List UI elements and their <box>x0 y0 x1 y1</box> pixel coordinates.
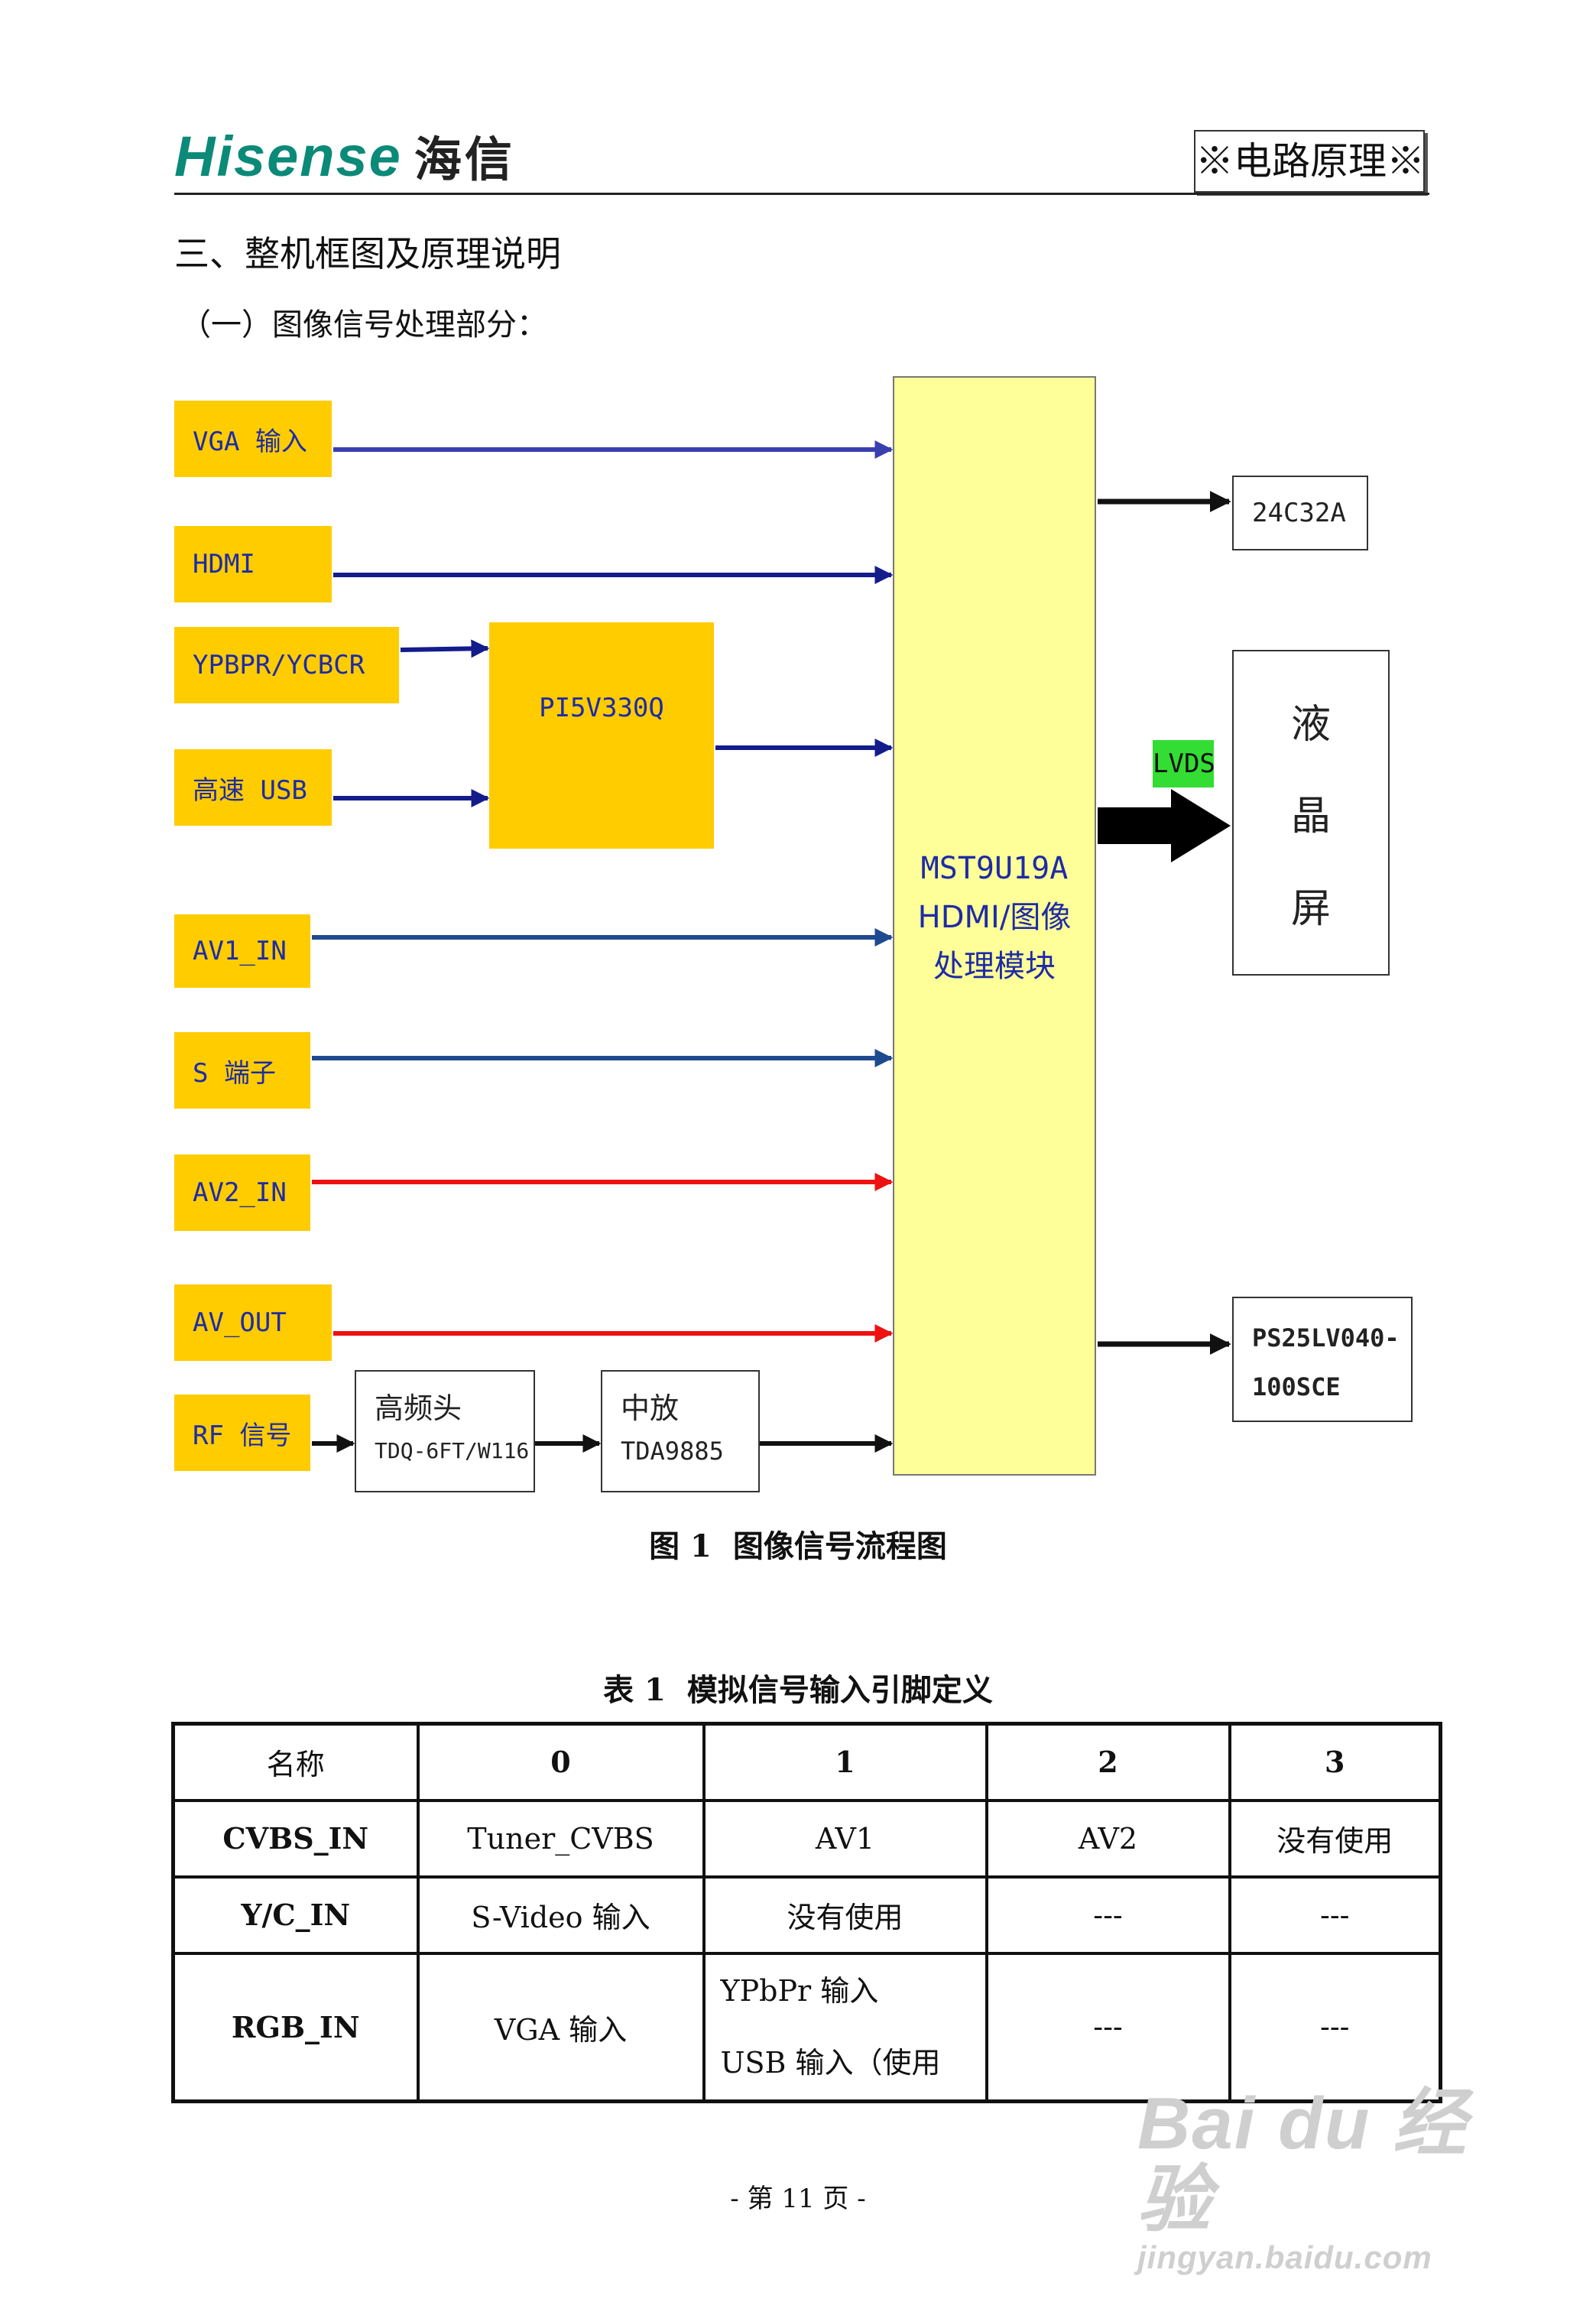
flash-line2: 100SCE <box>1252 1372 1341 1401</box>
lvds-label: LVDS <box>1153 740 1215 787</box>
main-processing-label: MST9U19A HDMI/图像 处理模块 <box>893 844 1096 991</box>
subsection-title: （一）图像信号处理部分： <box>180 307 547 343</box>
if-amp-name: 中放 <box>621 1391 680 1425</box>
main-function-line2: 处理模块 <box>933 949 1056 984</box>
table-cell: Tuner_CVBS <box>416 1798 706 1878</box>
lcd-char-3: 屏 <box>1290 886 1331 933</box>
table-cell: VGA 输入 <box>416 1951 706 2103</box>
header-cell: 2 <box>985 1722 1231 1802</box>
table-row: RGB_IN VGA 输入 YPbPr 输入 USB 输入（使用 --- --- <box>171 1951 1442 2103</box>
flash-line1: PS25LV040- <box>1252 1323 1400 1352</box>
if-amp-model: TDA9885 <box>621 1437 724 1466</box>
main-chip-name: MST9U19A <box>920 851 1069 886</box>
header-section-label: ※电路原理※ <box>1194 130 1425 193</box>
table-cell: 没有使用 <box>702 1875 988 1955</box>
flash-box: PS25LV040- 100SCE <box>1232 1297 1413 1422</box>
signal-flow-diagram <box>312 440 1231 1453</box>
table-row: CVBS_IN Tuner_CVBS AV1 AV2 没有使用 <box>171 1798 1442 1878</box>
section-title: 三、整机框图及原理说明 <box>174 233 561 274</box>
table-cell: --- <box>1228 1951 1442 2103</box>
page-number: - 第 11 页 - <box>730 2184 866 2214</box>
table-cell: 没有使用 <box>1228 1798 1442 1878</box>
hdmi-input-box: HDMI <box>174 526 332 602</box>
table-cell: --- <box>1228 1875 1442 1955</box>
table-row: Y/C_IN S-Video 输入 没有使用 --- --- <box>171 1875 1442 1955</box>
table-cell-line: YPbPr 输入 <box>720 1974 879 2008</box>
header-rule <box>174 193 1429 195</box>
ypbpr-line <box>400 639 490 658</box>
switch-chip-box: PI5V330Q <box>489 622 714 849</box>
table-cell: S-Video 输入 <box>416 1875 706 1955</box>
watermark-main: Bai du 经验 <box>1137 2083 1468 2241</box>
table-cell-multiline: YPbPr 输入 USB 输入（使用 <box>702 1951 988 2103</box>
header-cell: 名称 <box>171 1722 420 1802</box>
if-amp-box: 中放 TDA9885 <box>601 1370 760 1492</box>
row-name-cell: CVBS_IN <box>171 1798 420 1878</box>
lcd-panel-box: 液 晶 屏 <box>1232 650 1390 976</box>
lvds-arrow <box>1098 789 1231 862</box>
lcd-char-1: 液 <box>1290 701 1331 748</box>
table-cell: AV1 <box>702 1798 988 1878</box>
row-name-cell: Y/C_IN <box>171 1875 420 1955</box>
av2-input-box: AV2_IN <box>174 1154 310 1231</box>
eeprom-box: 24C32A <box>1232 476 1368 550</box>
row-name-cell: RGB_IN <box>171 1951 420 2103</box>
av1-input-box: AV1_IN <box>174 914 310 988</box>
s-terminal-input-box: S 端子 <box>174 1032 310 1109</box>
header-cell: 1 <box>702 1722 988 1802</box>
ypbpr-input-box: YPBPR/YCBCR <box>174 627 399 703</box>
lcd-char-2: 晶 <box>1290 794 1331 840</box>
header-cell: 0 <box>416 1722 706 1802</box>
tuner-box: 高频头 TDQ-6FT/W116 <box>355 1370 535 1492</box>
pin-definition-table: 名称 0 1 2 3 CVBS_IN Tuner_CVBS AV1 AV2 没有… <box>171 1722 1442 2103</box>
tuner-name: 高频头 <box>375 1391 462 1425</box>
tuner-model: TDQ-6FT/W116 <box>375 1438 530 1463</box>
table-header-row: 名称 0 1 2 3 <box>171 1722 1442 1802</box>
av-out-box: AV_OUT <box>174 1284 332 1361</box>
watermark-sub: jingyan.baidu.com <box>1137 2239 1432 2275</box>
main-function-line1: HDMI/图像 <box>917 900 1072 935</box>
table-cell: AV2 <box>985 1798 1231 1878</box>
baidu-watermark: Bai du 经验 jingyan.baidu.com <box>1137 2086 1504 2277</box>
table-cell: --- <box>985 1875 1231 1955</box>
usb-input-box: 高速 USB <box>174 749 332 826</box>
table-cell: --- <box>985 1951 1231 2103</box>
vga-input-box: VGA 输入 <box>174 401 332 477</box>
header-cell: 3 <box>1228 1722 1442 1802</box>
table-cell-line: USB 输入（使用 <box>720 2046 941 2080</box>
rf-input-box: RF 信号 <box>174 1395 310 1471</box>
main-processing-block <box>893 376 1096 1476</box>
